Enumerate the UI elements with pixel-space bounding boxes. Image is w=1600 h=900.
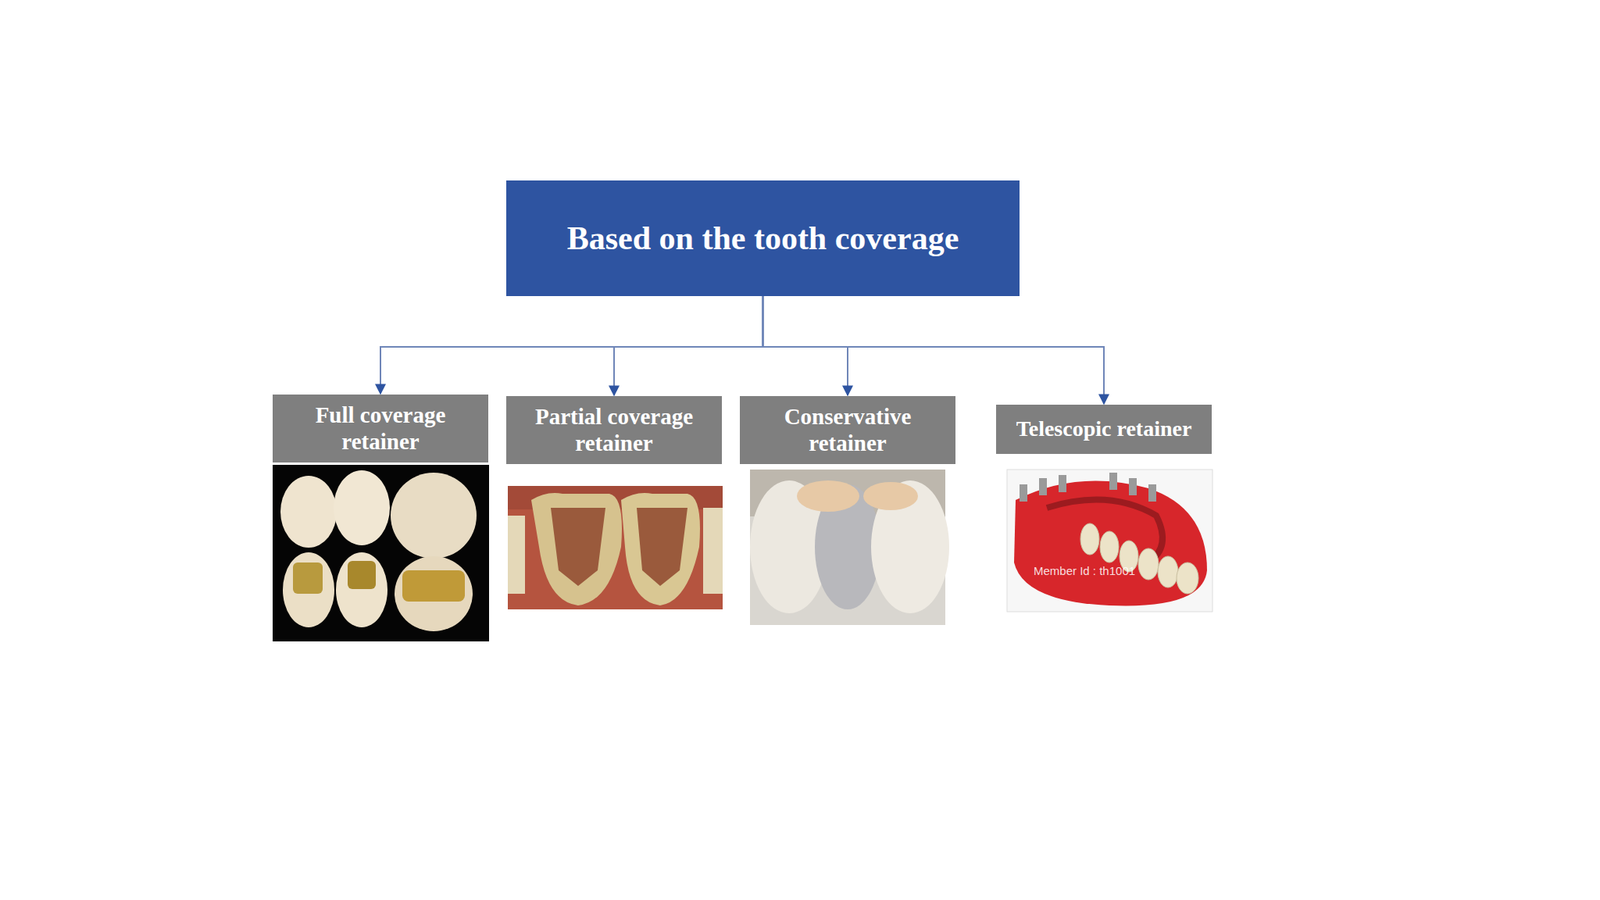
connector-arrow <box>763 296 849 396</box>
box-label: Telescopic retainer <box>1016 416 1193 442</box>
box-label: Full coverage retainer <box>280 402 481 455</box>
connector-arrow <box>614 296 764 396</box>
title-box: Based on the tooth coverage <box>506 180 1020 297</box>
box-label: Conservative retainer <box>747 403 948 457</box>
category-box: Telescopic retainer <box>996 404 1212 454</box>
category-box: Partial coverage retainer <box>506 396 722 465</box>
telescopic-photo <box>1007 469 1213 612</box>
connector-arrow <box>763 296 1105 404</box>
conservative-photo <box>750 469 950 625</box>
category-box: Full coverage retainer <box>272 394 489 463</box>
full-coverage-photo <box>272 464 490 642</box>
box-label: Based on the tooth coverage <box>567 219 960 258</box>
box-label: Partial coverage retainer <box>514 403 715 457</box>
category-box: Conservative retainer <box>739 396 956 465</box>
watermark: Member Id : th1001 <box>1033 564 1136 578</box>
connector-arrow <box>380 296 764 394</box>
partial-coverage-photo <box>507 485 723 610</box>
